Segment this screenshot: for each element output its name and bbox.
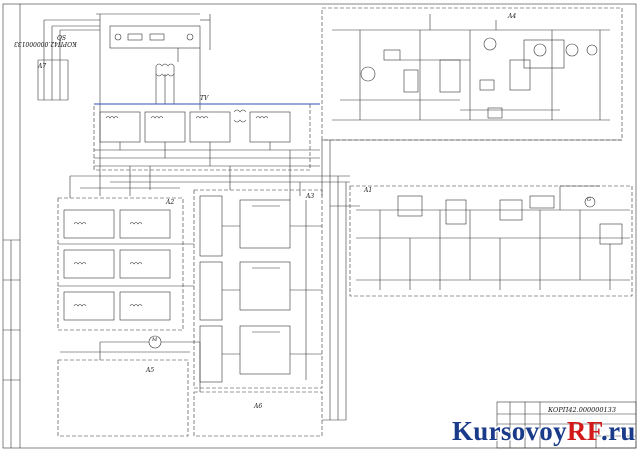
label-a2: A2 (166, 199, 175, 206)
title-block (496, 401, 637, 449)
label-a4: A4 (508, 13, 517, 20)
block-a2-boundary (57, 197, 184, 331)
label-a3: A3 (306, 193, 315, 200)
vertical-document-code: КОРП42.000000133 (14, 40, 77, 47)
title-block-code: КОРП42.000000133 (548, 406, 616, 414)
label-qs: QS (57, 35, 67, 42)
label-a5: A5 (146, 367, 155, 374)
label-tv: TV (200, 95, 209, 102)
a1-internals (356, 185, 630, 290)
watermark-part3: .ru (601, 416, 636, 446)
watermark-part2: RF (566, 416, 602, 446)
block-a3-boundary (193, 189, 323, 389)
block-a5-boundary (57, 359, 189, 437)
a2-modules (58, 209, 194, 321)
block-a1-boundary (349, 185, 633, 297)
watermark: KursovoyRF.ru (452, 415, 636, 447)
a4-internals (322, 14, 622, 141)
a3-modules (199, 195, 322, 383)
sheet-frame (2, 3, 637, 449)
transformer-row (99, 109, 291, 166)
block-a6-boundary (193, 391, 323, 437)
label-g: G (587, 197, 591, 203)
label-a7: A7 (38, 63, 47, 70)
label-a1: A1 (364, 187, 373, 194)
label-m: M (152, 337, 158, 343)
label-a6: A6 (254, 403, 263, 410)
watermark-part1: Kursovoy (452, 416, 567, 446)
block-tv-boundary (93, 103, 311, 171)
